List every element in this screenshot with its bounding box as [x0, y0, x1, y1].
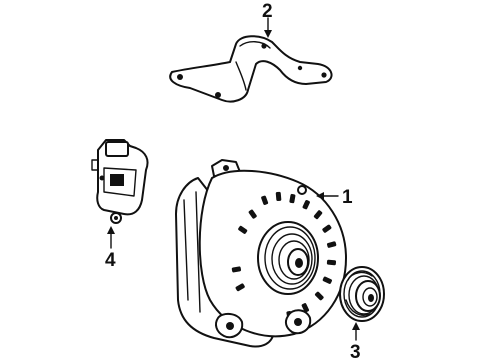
- mounting-ear-left: [215, 312, 244, 339]
- callout-label-2: 2: [262, 1, 273, 22]
- callout-label-4: 4: [105, 250, 116, 271]
- alternator-pulley: [257, 221, 319, 295]
- callout-3-leader: [352, 322, 360, 341]
- mounting-ear-right: [284, 309, 312, 335]
- callout-4-leader: [107, 226, 115, 249]
- voltage-regulator: [91, 139, 149, 224]
- callout-1-leader: [316, 192, 339, 200]
- callout-label-1: 1: [342, 187, 353, 208]
- mounting-bracket: [169, 35, 333, 103]
- drive-pulley: [339, 266, 385, 322]
- callout-label-3: 3: [350, 342, 361, 360]
- callout-2-leader: [264, 17, 272, 38]
- alternator: [175, 159, 347, 348]
